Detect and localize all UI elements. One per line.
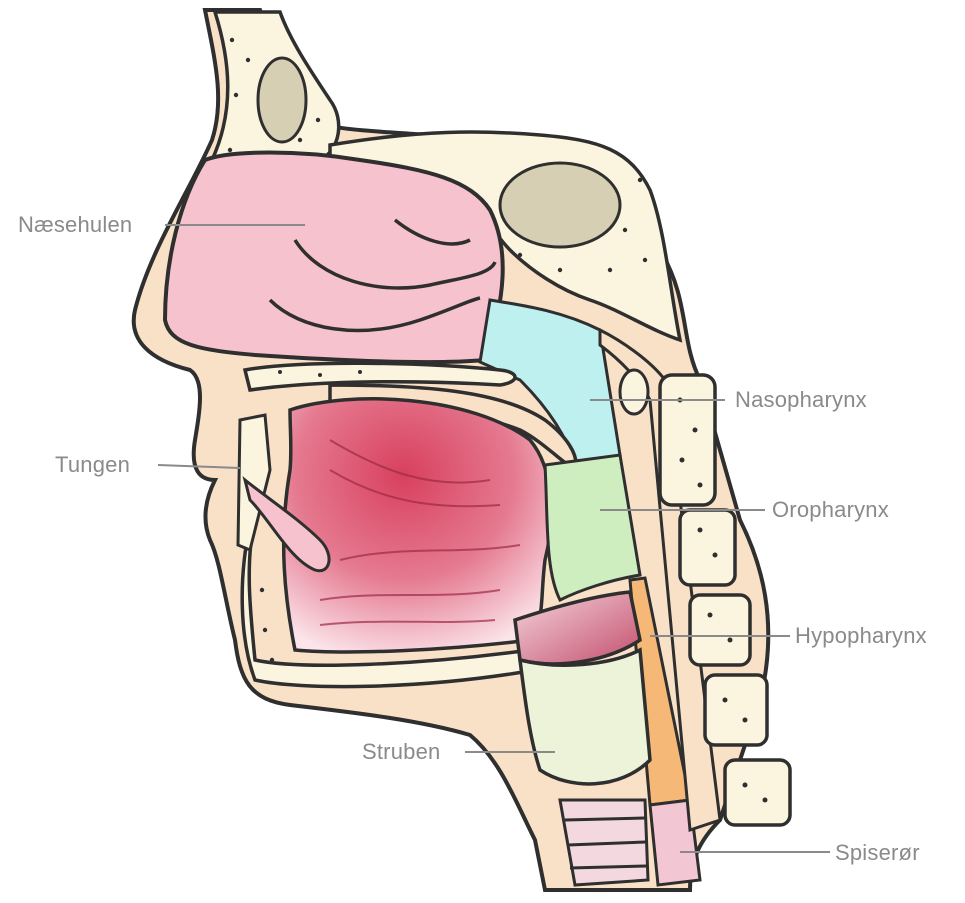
vertebra-2 <box>680 510 735 585</box>
vertebra-3 <box>690 595 750 665</box>
vertebra-1 <box>660 375 715 505</box>
label-tungen: Tungen <box>55 452 130 478</box>
label-spiseroer: Spiserør <box>835 840 920 866</box>
label-naesehulen: Næsehulen <box>18 212 132 238</box>
nasal-cavity <box>165 153 503 363</box>
sphenoid-sinus <box>500 163 620 247</box>
frontal-sinus <box>258 58 306 142</box>
larynx-cartilage <box>520 650 650 784</box>
label-hypopharynx: Hypopharynx <box>795 623 927 649</box>
label-oropharynx: Oropharynx <box>772 497 889 523</box>
label-nasopharynx: Nasopharynx <box>735 387 867 413</box>
tongue <box>284 399 552 652</box>
label-struben: Struben <box>362 739 440 765</box>
atlas-bone <box>620 370 648 414</box>
vertebra-5 <box>725 760 790 825</box>
vertebra-4 <box>705 675 767 745</box>
